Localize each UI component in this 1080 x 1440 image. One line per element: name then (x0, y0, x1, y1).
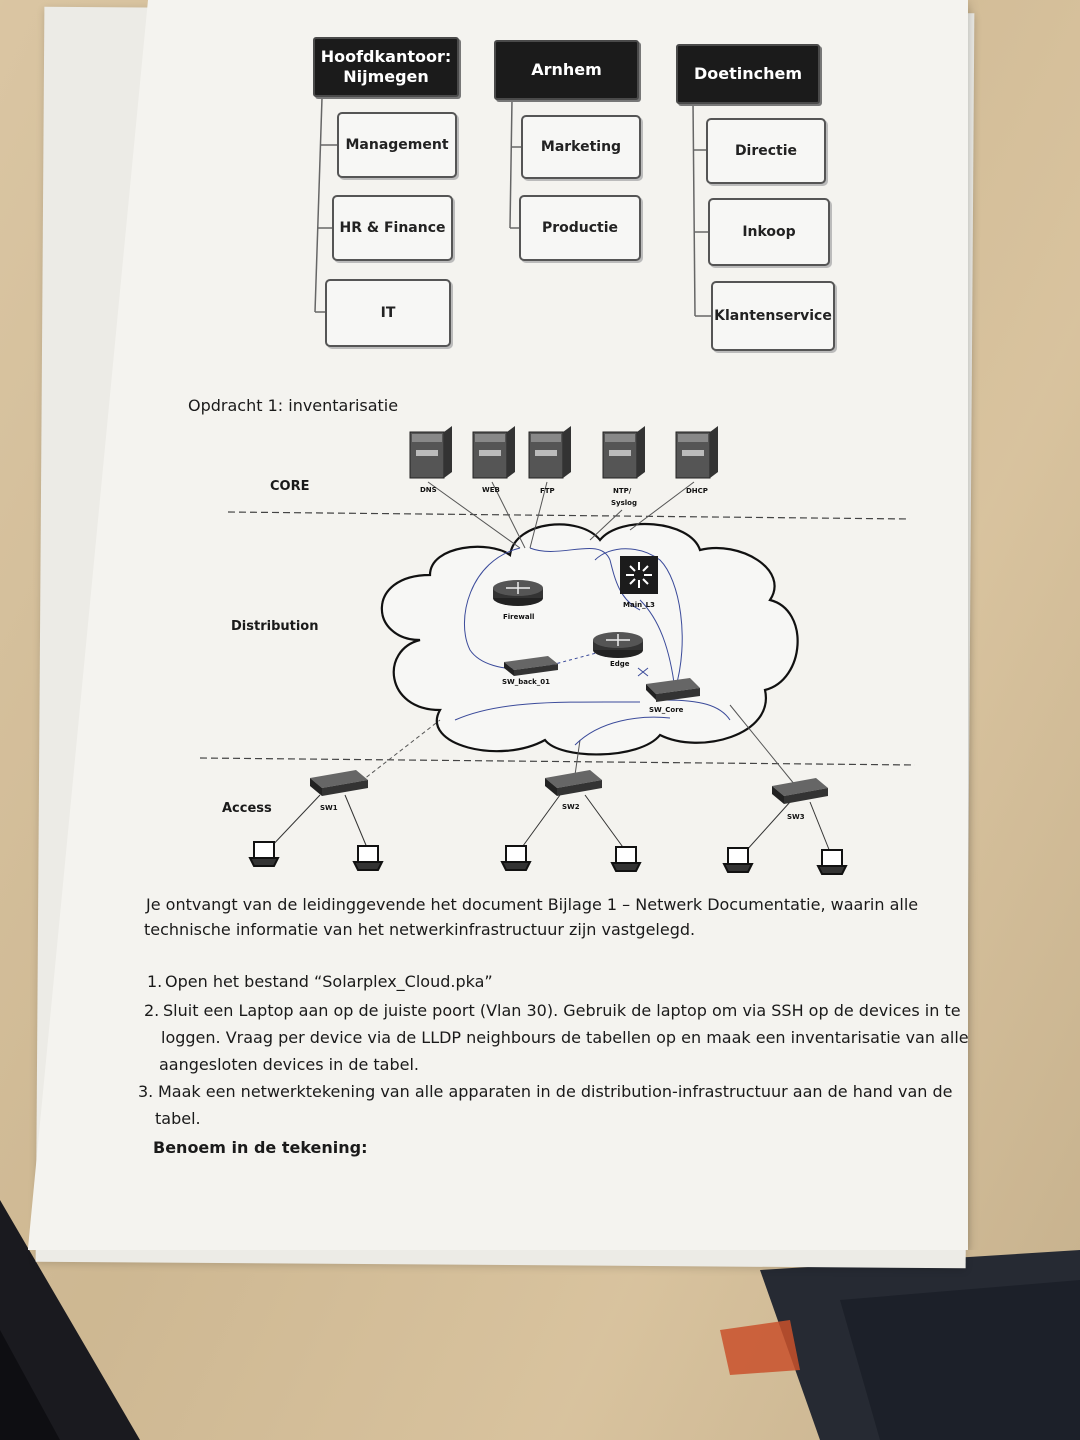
org-head-nijmegen: Hoofdkantoor: Nijmegen (313, 37, 459, 97)
switch-icon-sw1 (310, 770, 368, 796)
device-label-edge: Edge (610, 660, 630, 668)
server-label-dns: DNS (420, 486, 437, 494)
server-label-ntp: NTP/ (613, 487, 632, 495)
assignment-heading: Opdracht 1: inventarisatie (188, 396, 399, 415)
switch-icon-sw-core (646, 678, 700, 702)
list-item-2-line-1: Sluit een Laptop aan op de juiste poort … (163, 1001, 961, 1020)
layer-label-access: Access (222, 801, 272, 816)
org-dept-hr-finance-label: HR & Finance (339, 220, 446, 236)
org-dept-it-label: IT (380, 305, 396, 321)
org-head-nijmegen-line1: Hoofdkantoor: (320, 47, 452, 66)
server-links (349, 481, 796, 791)
device-label-sw-core: SW_Core (649, 706, 684, 714)
org-dept-inkoop-label: Inkoop (742, 224, 796, 240)
laptop-icon (352, 845, 384, 871)
laptop-icon (610, 846, 642, 872)
device-label-firewall: Firewall (503, 613, 535, 621)
org-dept-inkoop: Inkoop (708, 198, 830, 266)
intro-line-1: Je ontvangt van de leidinggevende het do… (146, 895, 919, 914)
device-label-sw-back: SW_back_01 (502, 678, 551, 686)
org-head-doetinchem-label: Doetinchem (693, 64, 803, 83)
server-label-dhcp: DHCP (686, 487, 708, 495)
org-dept-productie: Productie (519, 195, 641, 261)
server-icon-dhcp (675, 426, 718, 479)
laptop-icon (500, 845, 532, 871)
l3-switch-icon-main (620, 556, 658, 594)
server-label-web: WEB (482, 486, 500, 494)
server-label-ftp: FTP (540, 487, 555, 495)
org-dept-management-label: Management (345, 137, 449, 153)
distribution-cloud (380, 522, 799, 756)
list-item-3-line-2: tabel. (155, 1109, 201, 1128)
intro-line-2: technische informatie van het netwerkinf… (144, 920, 696, 939)
org-dept-it: IT (325, 279, 451, 347)
switch-label-sw1: SW1 (320, 804, 338, 812)
list-item-3-line-1: Maak een netwerktekening van alle appara… (158, 1082, 953, 1101)
org-head-doetinchem: Doetinchem (676, 44, 820, 104)
org-head-arnhem-label: Arnhem (531, 60, 602, 79)
server-label-syslog: Syslog (611, 499, 637, 507)
device-label-main-l3: Main_L3 (623, 601, 655, 609)
switch-label-sw2: SW2 (562, 803, 580, 811)
access-links (267, 794, 831, 853)
server-icon-ntp (602, 426, 645, 479)
list-item-1-number: 1. (147, 972, 163, 991)
switch-label-sw3: SW3 (787, 813, 805, 821)
layer-label-distribution: Distribution (231, 619, 319, 634)
server-icon-dns (409, 426, 452, 479)
switch-icon-sw3 (772, 778, 828, 804)
list-item-2-line-3: aangesloten devices in de tabel. (159, 1055, 420, 1074)
server-icon-ftp (528, 426, 571, 479)
laptop-icon (248, 841, 280, 867)
org-dept-hr-finance: HR & Finance (332, 195, 453, 261)
laptop-icon (722, 847, 754, 873)
layer-label-core: CORE (270, 479, 310, 494)
server-icons (409, 426, 718, 479)
org-head-nijmegen-line2: Nijmegen (343, 67, 429, 86)
org-dept-klantenservice-label: Klantenservice (714, 308, 832, 324)
laptop-icon (816, 849, 848, 875)
list-item-3-number: 3. (138, 1082, 154, 1101)
core-separator (227, 511, 911, 520)
org-chart-connectors (314, 97, 712, 317)
org-dept-marketing: Marketing (521, 115, 641, 179)
server-icon-web (472, 426, 515, 479)
switch-icon-sw2 (545, 770, 602, 796)
router-icon-edge (593, 632, 643, 658)
laptop-icons (248, 841, 848, 875)
org-dept-directie-label: Directie (734, 143, 798, 159)
list-item-2-line-2: loggen. Vraag per device via de LLDP nei… (161, 1028, 969, 1047)
org-head-arnhem: Arnhem (494, 40, 639, 100)
handdrawn-sketch-lines (454, 547, 731, 746)
access-separator (199, 757, 916, 766)
org-dept-management: Management (337, 112, 457, 178)
list-item-2-number: 2. (144, 1001, 160, 1020)
org-dept-marketing-label: Marketing (540, 139, 622, 155)
closing-instruction: Benoem in de tekening: (153, 1138, 368, 1157)
list-item-1-text: Open het bestand “Solarplex_Cloud.pka” (165, 972, 493, 991)
org-dept-productie-label: Productie (541, 220, 619, 236)
org-dept-directie: Directie (706, 118, 826, 184)
switch-icon-sw-back (504, 656, 558, 676)
org-dept-klantenservice: Klantenservice (711, 281, 835, 351)
router-icon-firewall (493, 580, 543, 606)
